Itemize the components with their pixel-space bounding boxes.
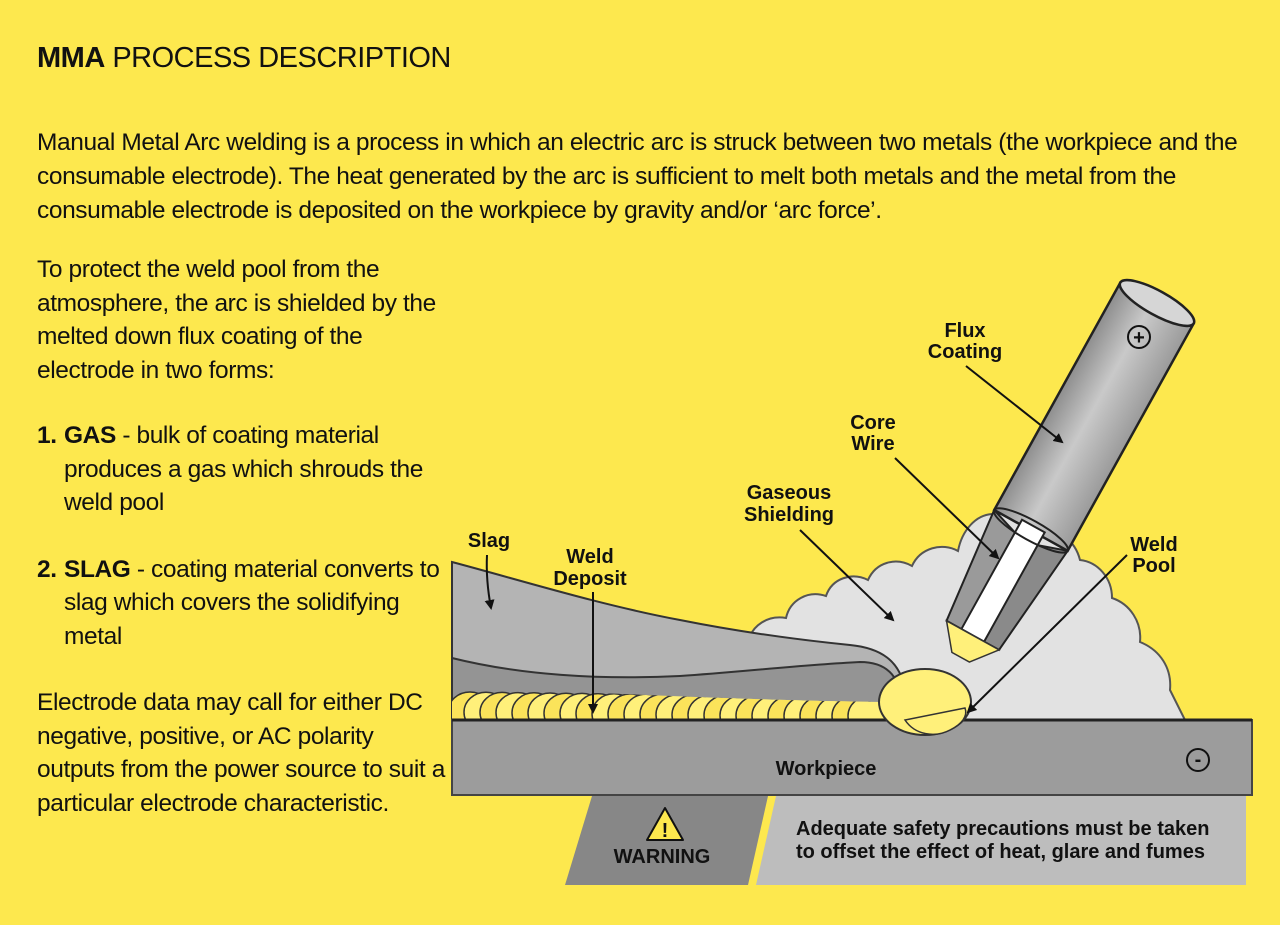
label-deposit-1: Weld — [566, 546, 613, 568]
warning-line-1: Adequate safety precautions must be take… — [796, 818, 1209, 840]
left-column: To protect the weld pool from the atmosp… — [37, 253, 447, 820]
warning-text-box — [756, 796, 1246, 885]
item-keyword: GAS — [64, 422, 116, 449]
arrow-pool — [966, 554, 1128, 714]
item-text: - bulk of coating material produces a ga… — [64, 422, 424, 516]
electrode — [945, 278, 1196, 663]
item-text: - coating material converts to slag whic… — [64, 555, 440, 650]
positive-terminal-icon — [1127, 325, 1151, 349]
item-keyword: SLAG — [64, 555, 131, 583]
positive-symbol: + — [1133, 327, 1145, 349]
item-number: 1. — [37, 422, 57, 449]
list-item-slag: 2.SLAG - coating material converts to sl… — [37, 553, 447, 654]
negative-terminal-icon — [1186, 748, 1210, 772]
weld-pool-drip — [903, 707, 967, 736]
warning-label: WARNING — [614, 846, 711, 868]
arrow-gas — [799, 529, 895, 622]
intro-paragraph: Manual Metal Arc welding is a process in… — [37, 129, 1238, 224]
warning-triangle-icon — [646, 807, 684, 841]
label-flux-1: Flux — [944, 320, 985, 342]
warning-line-2: to offset the effect of heat, glare and … — [796, 841, 1205, 863]
label-core-2: Wire — [851, 433, 894, 455]
label-pool-2: Pool — [1132, 555, 1175, 577]
label-flux-2: Coating — [928, 341, 1002, 363]
label-deposit-2: Deposit — [553, 568, 627, 590]
page-title: MMA PROCESS DESCRIPTION — [37, 42, 451, 75]
label-gas-1: Gaseous — [747, 482, 831, 504]
label-slag: Slag — [468, 530, 510, 552]
arrow-slag — [484, 554, 495, 610]
title-acronym: MMA — [37, 42, 105, 74]
label-workpiece: Workpiece — [776, 758, 877, 780]
protect-paragraph: To protect the weld pool from the atmosp… — [37, 256, 436, 384]
title-text: PROCESS DESCRIPTION — [104, 42, 451, 74]
warning-mark: ! — [662, 820, 669, 842]
label-pool-1: Weld — [1130, 534, 1177, 556]
arrow-core — [894, 457, 1000, 560]
list-item-gas: 1. GAS - bulk of coating material produce… — [37, 419, 447, 520]
electrode-paragraph: Electrode data may call for either DC ne… — [37, 689, 445, 817]
arrow-flux — [965, 365, 1064, 444]
label-gas-2: Shielding — [744, 504, 834, 526]
negative-symbol: - — [1195, 749, 1202, 771]
workpiece-plate — [451, 719, 1253, 796]
item-number: 2. — [37, 555, 57, 583]
label-core-1: Core — [850, 412, 896, 434]
